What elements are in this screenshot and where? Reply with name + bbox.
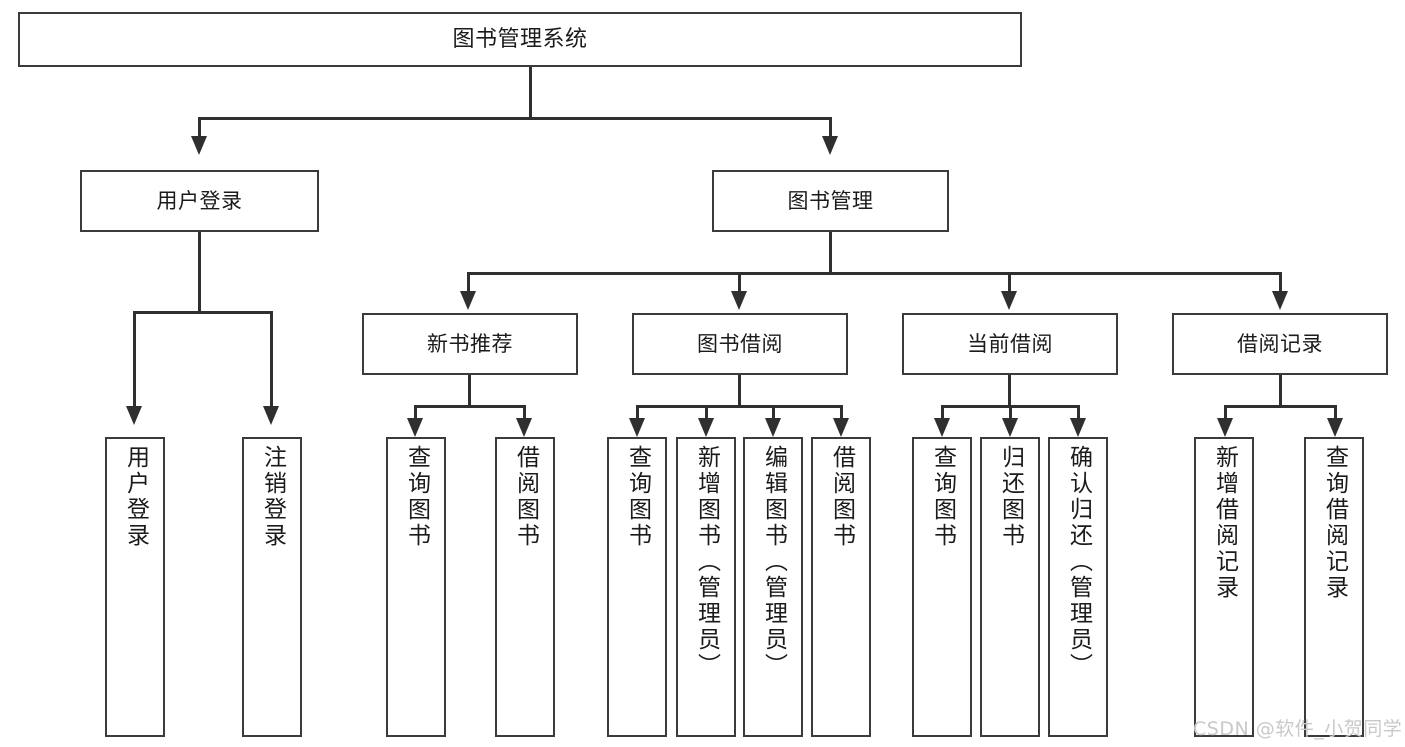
connector-record-bar	[1224, 405, 1337, 408]
leaf-query-book-current[interactable]: 查询图书	[912, 437, 972, 737]
node-book-borrow[interactable]: 图书借阅	[632, 313, 848, 375]
arrow-to-leaf-edit-book	[765, 418, 781, 437]
arrow-to-leaf-query-book-b	[629, 418, 645, 437]
arrow-to-leaf-user-login	[126, 406, 142, 425]
node-label: 图书管理	[787, 188, 874, 213]
connector-book-mgmt-drop-4	[1279, 272, 1282, 294]
node-label: 用户登录	[156, 188, 243, 213]
arrow-to-book-management	[822, 136, 838, 155]
arrow-to-leaf-add-record	[1217, 418, 1233, 437]
node-borrow-record[interactable]: 借阅记录	[1172, 313, 1388, 375]
connector-current-drop-1	[941, 405, 944, 421]
connector-user-login-bar	[133, 311, 271, 314]
arrow-to-leaf-borrow-book-r1	[516, 418, 532, 437]
node-label: 查询图书	[929, 445, 956, 549]
node-label: 注销登录	[259, 445, 286, 549]
arrow-to-leaf-query-book-r1	[407, 418, 423, 437]
node-label: 借阅记录	[1237, 331, 1323, 356]
node-label: 新增借阅记录	[1211, 445, 1238, 601]
node-label: 借阅图书	[828, 445, 855, 549]
arrow-to-current-borrow	[1001, 291, 1017, 310]
arrow-to-leaf-return-book	[1002, 418, 1018, 437]
leaf-borrow-book-recommend[interactable]: 借阅图书	[495, 437, 555, 737]
arrow-to-leaf-borrow-book-b	[833, 418, 849, 437]
connector-borrow-bar	[636, 405, 843, 408]
node-label: 新书推荐	[427, 331, 513, 356]
connector-current-drop-2	[1009, 405, 1012, 421]
connector-recommend-stem	[468, 375, 471, 407]
connector-borrow-drop-4	[840, 405, 843, 421]
connector-borrow-stem	[738, 375, 741, 407]
connector-book-mgmt-stem	[829, 232, 832, 274]
connector-borrow-drop-1	[636, 405, 639, 421]
connector-user-login-drop-1	[133, 311, 136, 408]
leaf-add-book-admin[interactable]: 新增图书（管理员）	[676, 437, 736, 737]
node-root-system[interactable]: 图书管理系统	[18, 12, 1022, 67]
connector-book-mgmt-drop-1	[467, 272, 470, 294]
leaf-user-login[interactable]: 用户登录	[105, 437, 165, 737]
arrow-to-book-borrow	[731, 291, 747, 310]
arrow-to-new-book-recommend	[460, 291, 476, 310]
leaf-borrow-book[interactable]: 借阅图书	[811, 437, 871, 737]
connector-recommend-bar	[414, 405, 526, 408]
node-label: 图书管理系统	[452, 26, 588, 52]
node-label: 用户登录	[122, 445, 149, 549]
arrow-to-leaf-query-book-c	[934, 418, 950, 437]
connector-root-drop-right	[829, 117, 832, 139]
connector-root-bar	[198, 117, 832, 120]
node-label: 新增图书（管理员）	[693, 445, 720, 679]
connector-user-login-drop-2	[270, 311, 273, 408]
connector-user-login-stem	[198, 232, 201, 313]
node-label: 图书借阅	[697, 331, 783, 356]
node-label: 查询图书	[624, 445, 651, 549]
connector-record-stem	[1279, 375, 1282, 407]
connector-borrow-drop-3	[772, 405, 775, 421]
connector-book-mgmt-drop-3	[1008, 272, 1011, 294]
node-current-borrow[interactable]: 当前借阅	[902, 313, 1118, 375]
arrow-to-leaf-logout	[263, 406, 279, 425]
connector-current-stem	[1008, 375, 1011, 407]
node-new-book-recommend[interactable]: 新书推荐	[362, 313, 578, 375]
leaf-return-book[interactable]: 归还图书	[980, 437, 1040, 737]
leaf-logout[interactable]: 注销登录	[242, 437, 302, 737]
node-user-login[interactable]: 用户登录	[80, 170, 319, 232]
node-label: 查询借阅记录	[1321, 445, 1348, 601]
node-label: 查询图书	[403, 445, 430, 549]
arrow-to-leaf-query-record	[1327, 418, 1343, 437]
node-label: 编辑图书（管理员）	[760, 445, 787, 679]
connector-record-drop-1	[1224, 405, 1227, 421]
connector-current-drop-3	[1077, 405, 1080, 421]
leaf-query-book-recommend[interactable]: 查询图书	[386, 437, 446, 737]
connector-borrow-drop-2	[705, 405, 708, 421]
node-label: 归还图书	[997, 445, 1024, 549]
leaf-edit-book-admin[interactable]: 编辑图书（管理员）	[743, 437, 803, 737]
connector-book-mgmt-bar	[467, 272, 1282, 275]
connector-record-drop-2	[1334, 405, 1337, 421]
leaf-confirm-return-admin[interactable]: 确认归还（管理员）	[1048, 437, 1108, 737]
leaf-add-borrow-record[interactable]: 新增借阅记录	[1194, 437, 1254, 737]
leaf-query-book-borrow[interactable]: 查询图书	[607, 437, 667, 737]
arrow-to-leaf-confirm-return	[1070, 418, 1086, 437]
arrow-to-user-login	[191, 136, 207, 155]
node-book-management[interactable]: 图书管理	[712, 170, 949, 232]
arrow-to-borrow-record	[1272, 291, 1288, 310]
node-label: 确认归还（管理员）	[1065, 445, 1092, 679]
arrow-to-leaf-add-book	[698, 418, 714, 437]
leaf-query-borrow-record[interactable]: 查询借阅记录	[1304, 437, 1364, 737]
node-label: 借阅图书	[512, 445, 539, 549]
connector-root-drop-left	[198, 117, 201, 139]
node-label: 当前借阅	[967, 331, 1053, 356]
connector-book-mgmt-drop-2	[738, 272, 741, 294]
connector-recommend-drop-2	[523, 405, 526, 421]
connector-root-stem	[529, 67, 532, 118]
connector-recommend-drop-1	[414, 405, 417, 421]
